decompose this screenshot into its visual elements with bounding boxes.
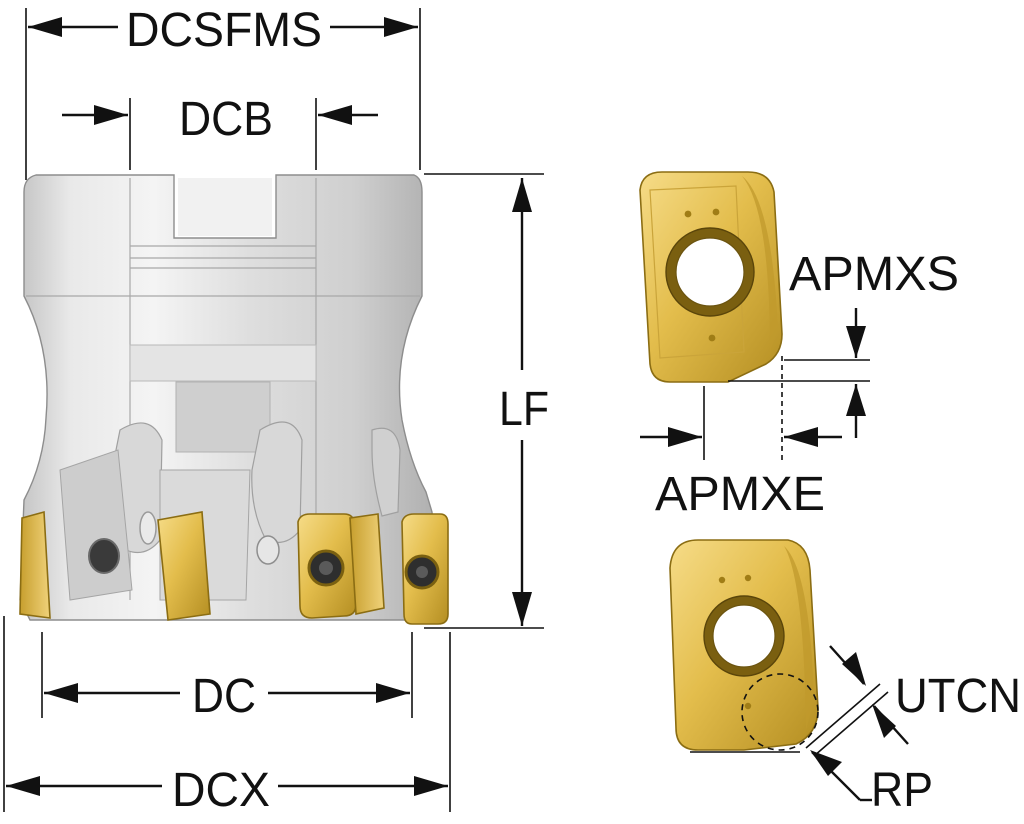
coolant-hole [88, 538, 120, 574]
corner-radius-circle [741, 673, 819, 751]
cutter-body [19, 174, 439, 621]
mounted-insert [19, 510, 51, 619]
label-utcn: UTCN [895, 670, 1021, 723]
label-dcsfms: DCSFMS [126, 4, 322, 57]
label-dc: DC [192, 670, 256, 723]
label-dcb: DCB [179, 93, 273, 146]
dimension-lines [3, 8, 909, 812]
insert-top-view [639, 171, 783, 383]
coolant-hole [139, 511, 157, 545]
label-dcx: DCX [172, 764, 270, 817]
mounted-insert [157, 511, 211, 621]
chip-flute [251, 421, 303, 543]
label-apmxe: APMXE [655, 468, 825, 521]
drive-slot [178, 178, 272, 236]
dimension-labels: DCSFMS DCB LF DC DCX APMXS APMXE UTCN RP [126, 4, 1021, 817]
mounted-insert [349, 513, 385, 615]
mounted-inserts [19, 510, 449, 625]
chip-flute [371, 427, 401, 517]
label-lf: LF [499, 383, 549, 436]
coolant-hole [256, 535, 280, 565]
label-rp: RP [871, 764, 933, 817]
insert-corner-view [669, 539, 819, 751]
label-apmxs: APMXS [789, 248, 959, 301]
